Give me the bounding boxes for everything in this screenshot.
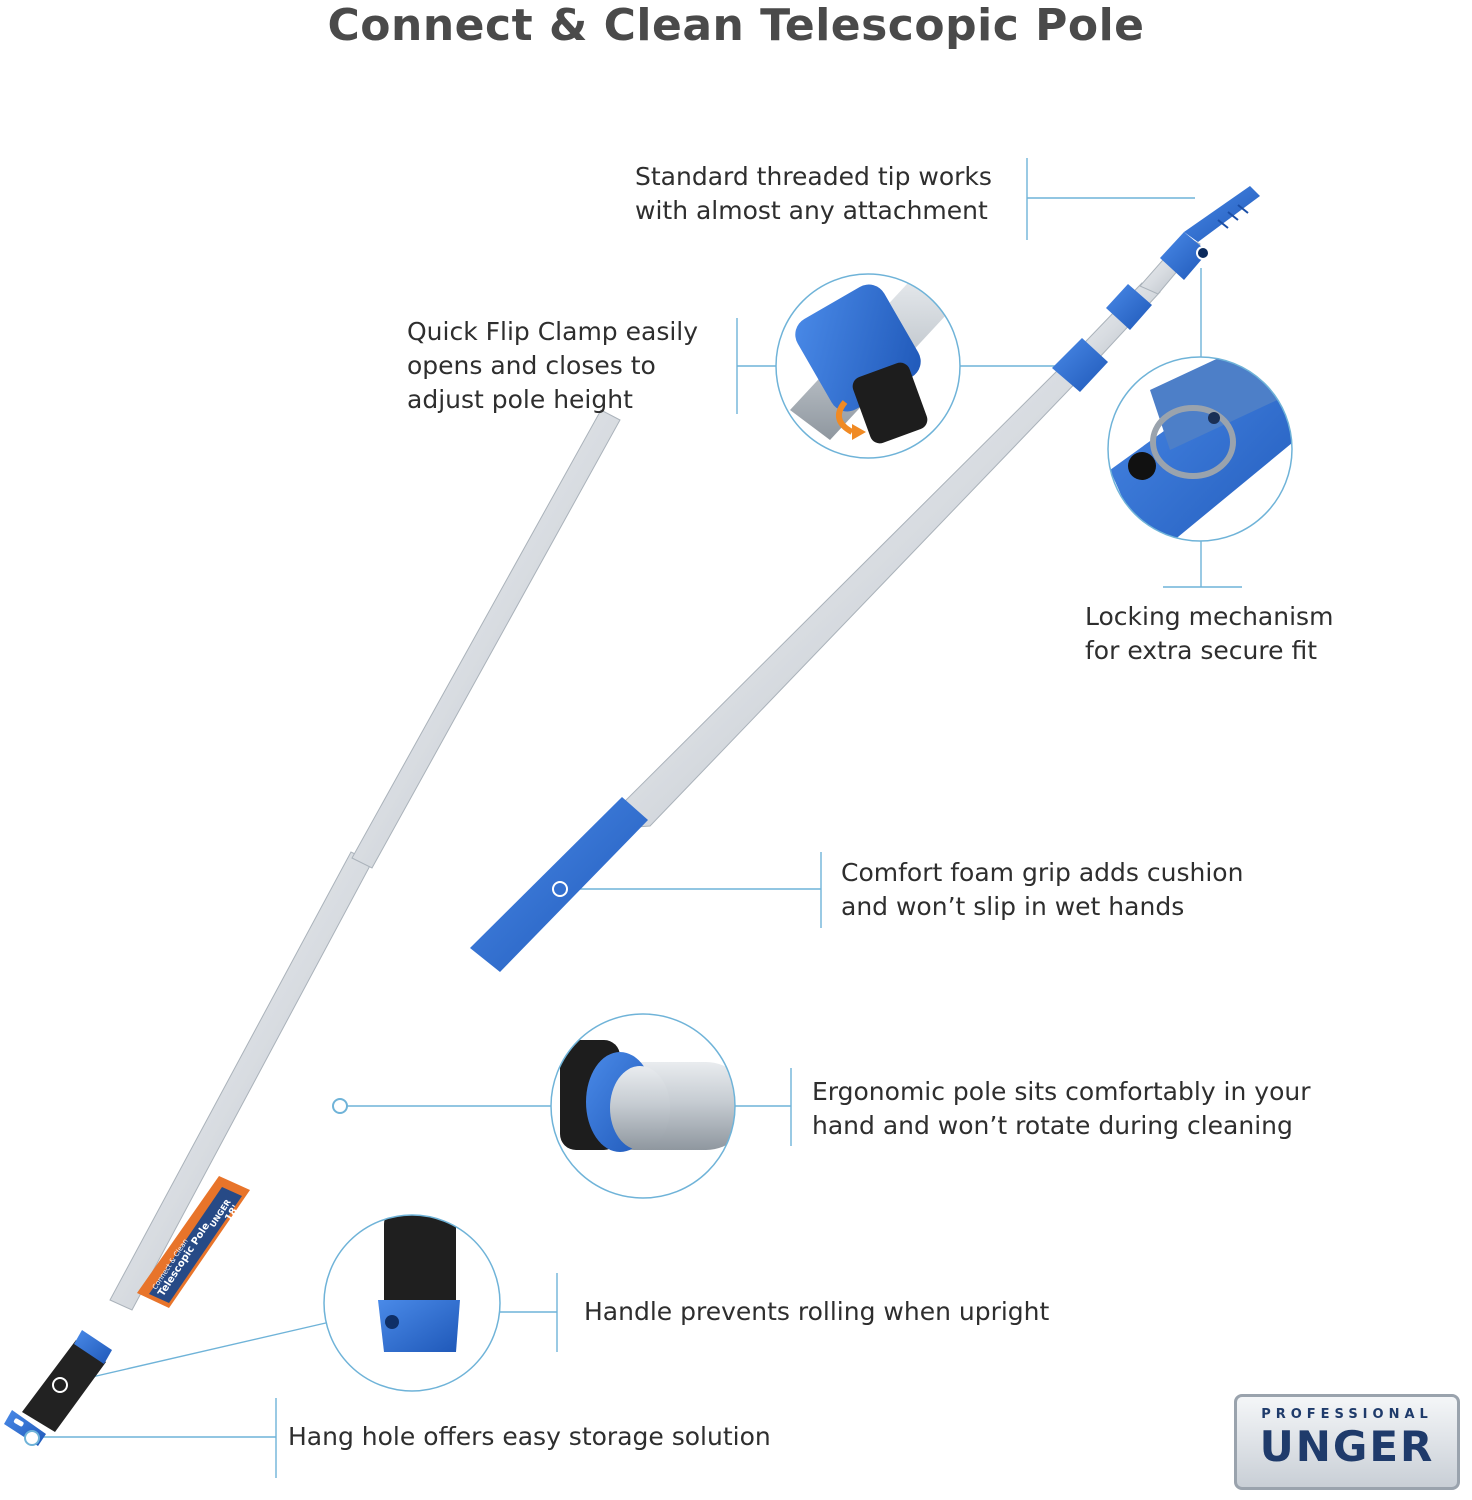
lock-marker-dot (1196, 246, 1210, 260)
callout-text-line: hand and won’t rotate during cleaning (812, 1111, 1293, 1140)
callout-ergonomic-pole: Ergonomic pole sits comfortably in your … (812, 1075, 1311, 1143)
handle-leader-line-2 (65, 1321, 331, 1384)
logo-top-text: PROFESSIONAL (1261, 1407, 1433, 1422)
clamp-middle (1106, 284, 1152, 330)
telescopic-pole: Connect & Clean Telescopic Pole UNGER 18… (4, 186, 1260, 1446)
callout-text-line: and won’t slip in wet hands (841, 892, 1185, 921)
ergo-marker-dot (332, 1098, 348, 1114)
callout-text-line: Ergonomic pole sits comfortably in your (812, 1077, 1311, 1106)
detail-clamp-circle (775, 273, 961, 459)
callout-quick-flip-clamp: Quick Flip Clamp easily opens and closes… (407, 315, 698, 417)
callout-text-line: Locking mechanism (1085, 602, 1334, 631)
callout-text-line: Standard threaded tip works (635, 162, 992, 191)
detail-ergonomic-circle (550, 1013, 736, 1199)
threaded-tip (1184, 186, 1260, 242)
clamp-upper (1160, 232, 1208, 280)
callout-hang-hole: Hang hole offers easy storage solution (288, 1420, 771, 1454)
callout-text-line: opens and closes to (407, 351, 656, 380)
callout-locking-mechanism: Locking mechanism for extra secure fit (1085, 600, 1333, 668)
logo-main-text: UNGER (1259, 1422, 1435, 1471)
handle-marker-dot (52, 1377, 68, 1393)
grip-marker-dot (552, 881, 568, 897)
callout-text-line: Hang hole offers easy storage solution (288, 1422, 771, 1451)
callout-text-line: Quick Flip Clamp easily (407, 317, 699, 346)
detail-lock-circle (1107, 356, 1293, 542)
clamp-lower (1052, 338, 1108, 392)
callout-comfort-grip: Comfort foam grip adds cushion and won’t… (841, 856, 1243, 924)
callout-lines (36, 158, 1242, 1478)
hang-marker-dot (24, 1430, 40, 1446)
callout-handle: Handle prevents rolling when upright (584, 1295, 1049, 1329)
foam-grip (470, 797, 648, 972)
page-title: Connect & Clean Telescopic Pole (327, 0, 1145, 51)
clamps (1052, 232, 1208, 392)
unger-logo: PROFESSIONAL UNGER (1234, 1394, 1460, 1490)
hang-hole (13, 1418, 24, 1427)
callout-text-line: adjust pole height (407, 385, 633, 414)
callout-text-line: Handle prevents rolling when upright (584, 1297, 1050, 1326)
callout-text-line: with almost any attachment (635, 196, 988, 225)
detail-handle-circle (323, 1214, 501, 1392)
pole-handle (22, 1340, 106, 1432)
callout-text-line: Comfort foam grip adds cushion (841, 858, 1244, 887)
callout-text-line: for extra secure fit (1085, 636, 1318, 665)
callout-threaded-tip: Standard threaded tip works with almost … (635, 160, 992, 228)
